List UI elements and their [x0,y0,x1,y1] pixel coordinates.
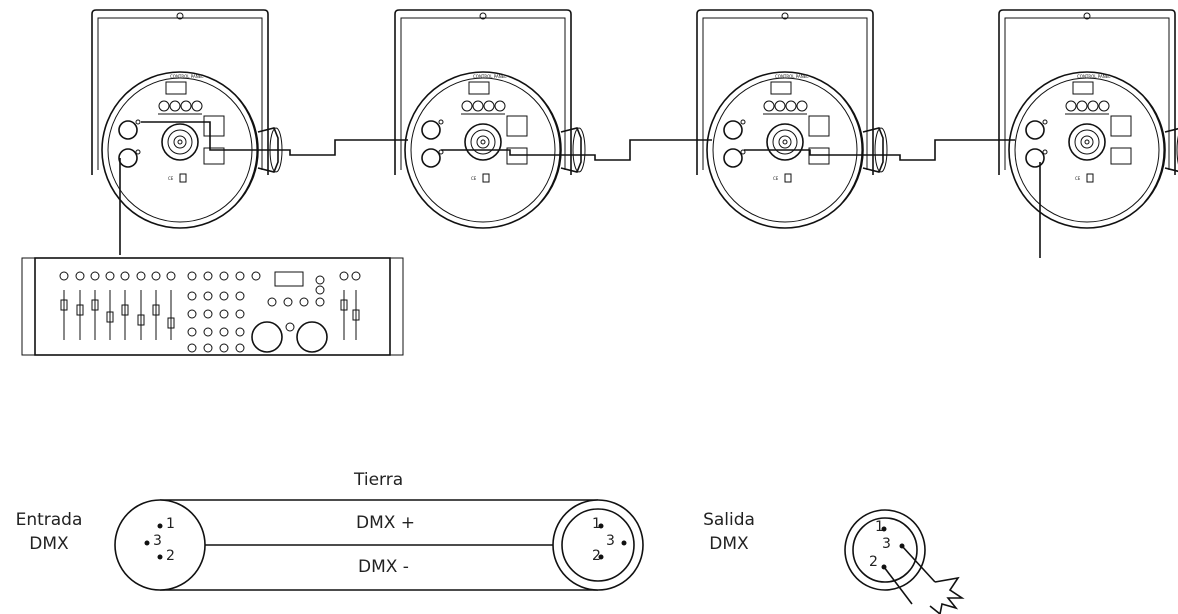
pin-2-dot [157,554,163,560]
dmx-controller-icon [21,257,404,356]
output-pin-3: 3 [606,533,615,549]
output-label: Salida DMX [694,508,764,556]
input-pin-3: 3 [153,533,162,549]
terminator-pin-1: 1 [875,519,884,535]
input-pin-1: 1 [166,516,175,532]
terminator-pin-2: 2 [869,554,878,570]
input-label-line1: Entrada [15,510,83,530]
output-label-line2: DMX [709,534,749,554]
input-label: Entrada DMX [8,508,90,556]
cable-top-label: Tierra [354,470,404,490]
output-label-line1: Salida [703,510,755,530]
pin-3-dot [144,540,150,546]
pin-1-dot [157,523,163,529]
output-pin-1: 1 [592,516,601,532]
terminator-icon [844,509,965,614]
terminator-pin-3: 3 [882,536,891,552]
input-pin-2: 2 [166,548,175,564]
cable-bottom-label: DMX - [358,557,409,577]
dmx-daisy-chain-cable [119,121,1041,258]
xlr-cable-diagram [114,499,644,591]
output-pin-2: 2 [592,548,601,564]
cable-mid-label: DMX + [356,513,416,533]
input-label-line2: DMX [29,534,69,554]
